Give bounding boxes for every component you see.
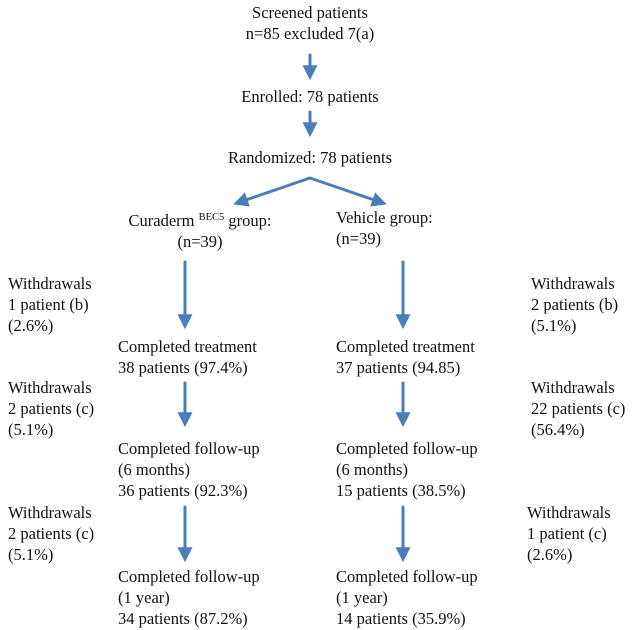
withdrawal-percent: (2.6%) xyxy=(8,316,54,335)
vehicle-withdrawal-1: Withdrawals 2 patients (b) (5.1%) xyxy=(531,273,618,336)
followup-count: 15 patients (38.5%) xyxy=(336,481,466,500)
followup-label: Completed follow-up xyxy=(336,567,478,586)
withdrawal-percent: (2.6%) xyxy=(527,545,573,564)
enrolled-box: Enrolled: 78 patients xyxy=(210,86,410,107)
vehicle-group-label: Vehicle group: xyxy=(336,208,433,227)
completed-treatment-count: 38 patients (97.4%) xyxy=(118,358,248,377)
vehicle-withdrawal-3: Withdrawals 1 patient (c) (2.6%) xyxy=(527,502,611,565)
withdrawal-label: Withdrawals xyxy=(8,503,92,522)
completed-treatment-count: 37 patients (94.85) xyxy=(336,358,461,377)
randomized-label: Randomized: 78 patients xyxy=(227,148,393,167)
withdrawal-count: 2 patients (c) xyxy=(8,399,95,418)
followup-period: (6 months) xyxy=(336,460,408,479)
arrow-randomized-to-vehicle xyxy=(308,176,387,207)
randomized-box: Randomized: 78 patients xyxy=(190,147,430,168)
curaderm-withdrawal-2: Withdrawals 2 patients (c) (5.1%) xyxy=(8,377,94,440)
completed-treatment-label: Completed treatment xyxy=(336,337,475,356)
withdrawal-percent: (5.1%) xyxy=(8,420,54,439)
followup-period: (1 year) xyxy=(118,588,170,607)
followup-period: (6 months) xyxy=(118,460,190,479)
withdrawal-label: Withdrawals xyxy=(8,378,92,397)
withdrawal-count: 2 patients (b) xyxy=(531,295,619,314)
curaderm-group: Curaderm BEC5 group: (n=39) xyxy=(100,207,300,252)
withdrawal-label: Withdrawals xyxy=(8,274,92,293)
followup-label: Completed follow-up xyxy=(336,439,478,458)
followup-label: Completed follow-up xyxy=(118,439,260,458)
vehicle-followup-6m: Completed follow-up (6 months) 15 patien… xyxy=(336,438,478,501)
screened-box: Screened patients n=85 excluded 7(a) xyxy=(210,2,410,44)
followup-count: 36 patients (92.3%) xyxy=(118,481,248,500)
curaderm-n: (n=39) xyxy=(177,232,223,251)
vehicle-withdrawal-2: Withdrawals 22 patients (c) (56.4%) xyxy=(531,377,625,440)
withdrawal-count: 22 patients (c) xyxy=(531,399,626,418)
arrow-randomized-to-curaderm xyxy=(233,176,312,207)
curaderm-followup-1y: Completed follow-up (1 year) 34 patients… xyxy=(118,566,260,629)
enrolled-label: Enrolled: 78 patients xyxy=(241,87,379,106)
withdrawal-count: 2 patients (c) xyxy=(8,524,95,543)
withdrawal-label: Withdrawals xyxy=(531,274,615,293)
withdrawal-label: Withdrawals xyxy=(527,503,611,522)
followup-count: 14 patients (35.9%) xyxy=(336,609,466,628)
withdrawal-percent: (5.1%) xyxy=(531,316,577,335)
followup-count: 34 patients (87.2%) xyxy=(118,609,248,628)
withdrawal-label: Withdrawals xyxy=(531,378,615,397)
followup-label: Completed follow-up xyxy=(118,567,260,586)
screened-title: Screened patients xyxy=(252,3,368,22)
vehicle-completed-treatment: Completed treatment 37 patients (94.85) xyxy=(336,336,475,378)
completed-treatment-label: Completed treatment xyxy=(118,337,257,356)
withdrawal-count: 1 patient (c) xyxy=(527,524,607,543)
curaderm-completed-treatment: Completed treatment 38 patients (97.4%) xyxy=(118,336,257,378)
vehicle-group: Vehicle group: (n=39) xyxy=(336,207,433,249)
withdrawal-count: 1 patient (b) xyxy=(8,295,89,314)
vehicle-n: (n=39) xyxy=(336,229,382,248)
curaderm-group-label: Curaderm BEC5 group: xyxy=(128,211,272,230)
curaderm-withdrawal-1: Withdrawals 1 patient (b) (2.6%) xyxy=(8,273,92,336)
curaderm-withdrawal-3: Withdrawals 2 patients (c) (5.1%) xyxy=(8,502,94,565)
followup-period: (1 year) xyxy=(336,588,388,607)
withdrawal-percent: (56.4%) xyxy=(531,420,585,439)
curaderm-followup-6m: Completed follow-up (6 months) 36 patien… xyxy=(118,438,260,501)
withdrawal-percent: (5.1%) xyxy=(8,545,54,564)
screened-count: n=85 excluded 7(a) xyxy=(245,24,375,43)
vehicle-followup-1y: Completed follow-up (1 year) 14 patients… xyxy=(336,566,478,629)
